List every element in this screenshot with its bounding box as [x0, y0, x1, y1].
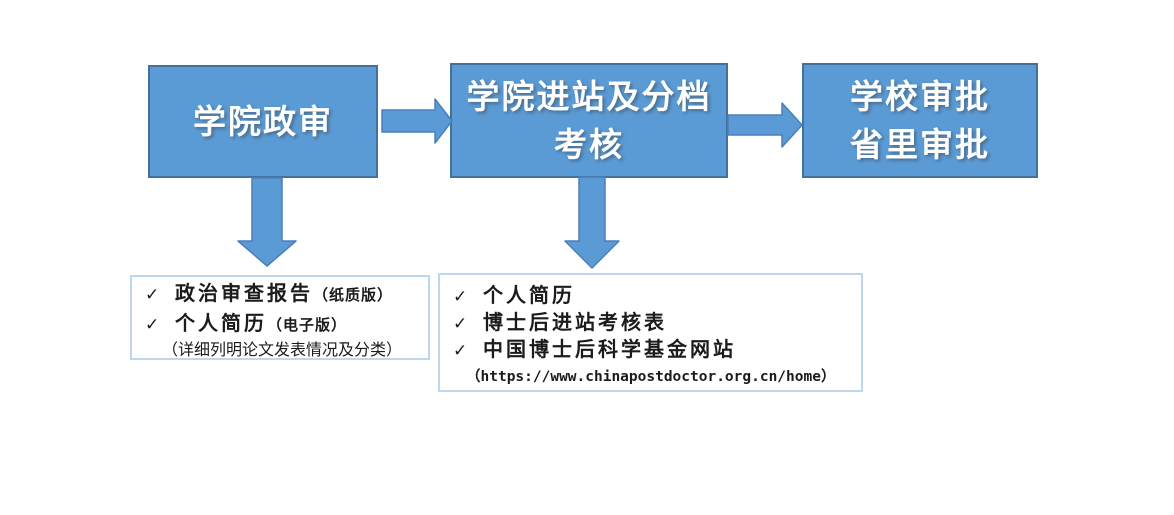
check-icon: ✓	[145, 315, 160, 334]
flow-node-college-entry-assessment: 学院进站及分档 考核	[450, 63, 728, 178]
check-icon: ✓	[453, 341, 468, 360]
flow-node-school-provincial-approval: 学校审批 省里审批	[802, 63, 1038, 178]
node-label: 学院进站及分档	[466, 77, 712, 115]
checklist-entry-assessment-box: ✓ 个人简历 ✓ 博士后进站考核表 ✓ 中国博士后科学基金网站 （https:/…	[438, 273, 863, 392]
list-item: ✓ 个人简历 （电子版）	[132, 310, 428, 340]
list-item-note: （电子版）	[267, 317, 348, 334]
list-item: ✓ 中国博士后科学基金网站	[440, 337, 861, 364]
check-icon: ✓	[453, 287, 468, 306]
list-item: ✓ 个人简历	[440, 283, 861, 310]
flow-node-college-political-review: 学院政审	[148, 65, 378, 178]
list-item: ✓ 博士后进站考核表	[440, 310, 861, 337]
list-item-label: 个人简历	[483, 285, 575, 307]
arrow-right-icon	[381, 98, 453, 144]
node-label: 省里审批	[850, 125, 990, 163]
check-icon: ✓	[453, 314, 468, 333]
list-item-note: （纸质版）	[313, 287, 394, 304]
node-label: 学校审批	[850, 77, 990, 115]
arrow-right-icon	[727, 102, 803, 148]
list-footnote: （详细列明论文发表情况及分类）	[162, 342, 403, 359]
arrow-down-icon	[237, 177, 297, 267]
check-icon: ✓	[145, 285, 160, 304]
list-item-label: 中国博士后科学基金网站	[483, 339, 736, 361]
list-item-label: 个人简历	[175, 313, 267, 335]
list-item: ✓ 政治审查报告 （纸质版）	[132, 280, 428, 310]
list-footnote-url: （https://www.chinapostdoctor.org.cn/home…	[466, 369, 836, 385]
checklist-political-review-box: ✓ 政治审查报告 （纸质版） ✓ 个人简历 （电子版） （详细列明论文发表情况及…	[130, 275, 430, 360]
node-label: 考核	[554, 125, 624, 163]
list-item-label: 博士后进站考核表	[483, 312, 667, 334]
node-label: 学院政审	[193, 102, 333, 140]
arrow-down-icon	[564, 176, 620, 269]
list-item-label: 政治审查报告	[175, 283, 313, 305]
